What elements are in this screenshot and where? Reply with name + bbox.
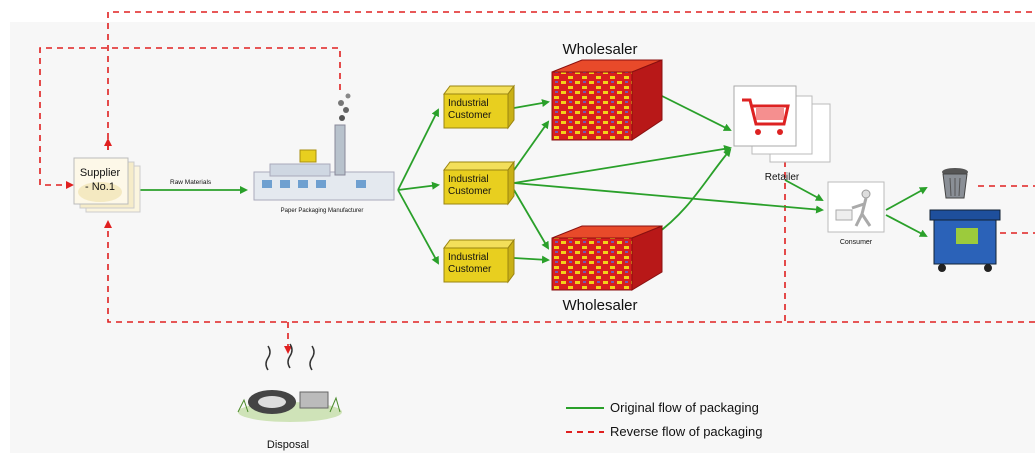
legend-reverse-label: Reverse flow of packaging [610, 424, 762, 439]
wholesaler-bottom: Wholesaler [551, 225, 663, 314]
industrial-customer-2: Industrial Customer [443, 160, 515, 206]
landfill-icon [237, 343, 342, 422]
supplier-label-line2: - No.1 [85, 181, 115, 193]
customer-3-label-line2: Customer [448, 264, 492, 275]
wholesaler-top: Wholesaler [551, 41, 663, 141]
retailer-node: Retailer [733, 85, 831, 183]
recycling-bin-icon [929, 209, 1001, 272]
manufacturer-node: Paper Packaging Manufacturer [253, 93, 395, 214]
shopping-cart-icon [733, 85, 831, 163]
wholesaler-bottom-label: Wholesaler [562, 297, 637, 314]
reverse-flow-lines [39, 11, 1035, 354]
shipping-box-icon [443, 84, 515, 130]
trash-can-icon [942, 168, 968, 199]
pallet-stack-icon [551, 225, 663, 291]
disposal-node: Disposal [237, 343, 342, 451]
customer-2-label-line1: Industrial [448, 174, 489, 185]
person-with-cart-icon [827, 181, 885, 233]
legend-original-label: Original flow of packaging [610, 400, 759, 415]
factory-icon [253, 93, 395, 201]
customer-2-label-line2: Customer [448, 186, 492, 197]
disposal-label: Disposal [267, 439, 309, 451]
consumer-label: Consumer [840, 239, 873, 246]
manufacturer-label: Paper Packaging Manufacturer [281, 208, 364, 214]
document-stack-icon [73, 157, 141, 213]
wholesaler-top-label: Wholesaler [562, 41, 637, 58]
original-flow-lines [140, 93, 928, 265]
shipping-box-icon [443, 160, 515, 206]
legend: Original flow of packaging Reverse flow … [566, 400, 762, 439]
retailer-label: Retailer [765, 172, 800, 183]
supplier-node: Supplier - No.1 [73, 157, 141, 213]
industrial-customer-3: Industrial Customer [443, 238, 515, 284]
supplier-label-line1: Supplier [80, 167, 121, 179]
customer-1-label-line1: Industrial [448, 98, 489, 109]
consumer-node: Consumer [827, 181, 885, 246]
diagram-panel [10, 22, 1035, 453]
customer-1-label-line2: Customer [448, 110, 492, 121]
customer-3-label-line1: Industrial [448, 252, 489, 263]
raw-materials-label: Raw Materials [170, 179, 212, 186]
shipping-box-icon [443, 238, 515, 284]
pallet-stack-icon [551, 59, 663, 141]
industrial-customer-1: Industrial Customer [443, 84, 515, 130]
